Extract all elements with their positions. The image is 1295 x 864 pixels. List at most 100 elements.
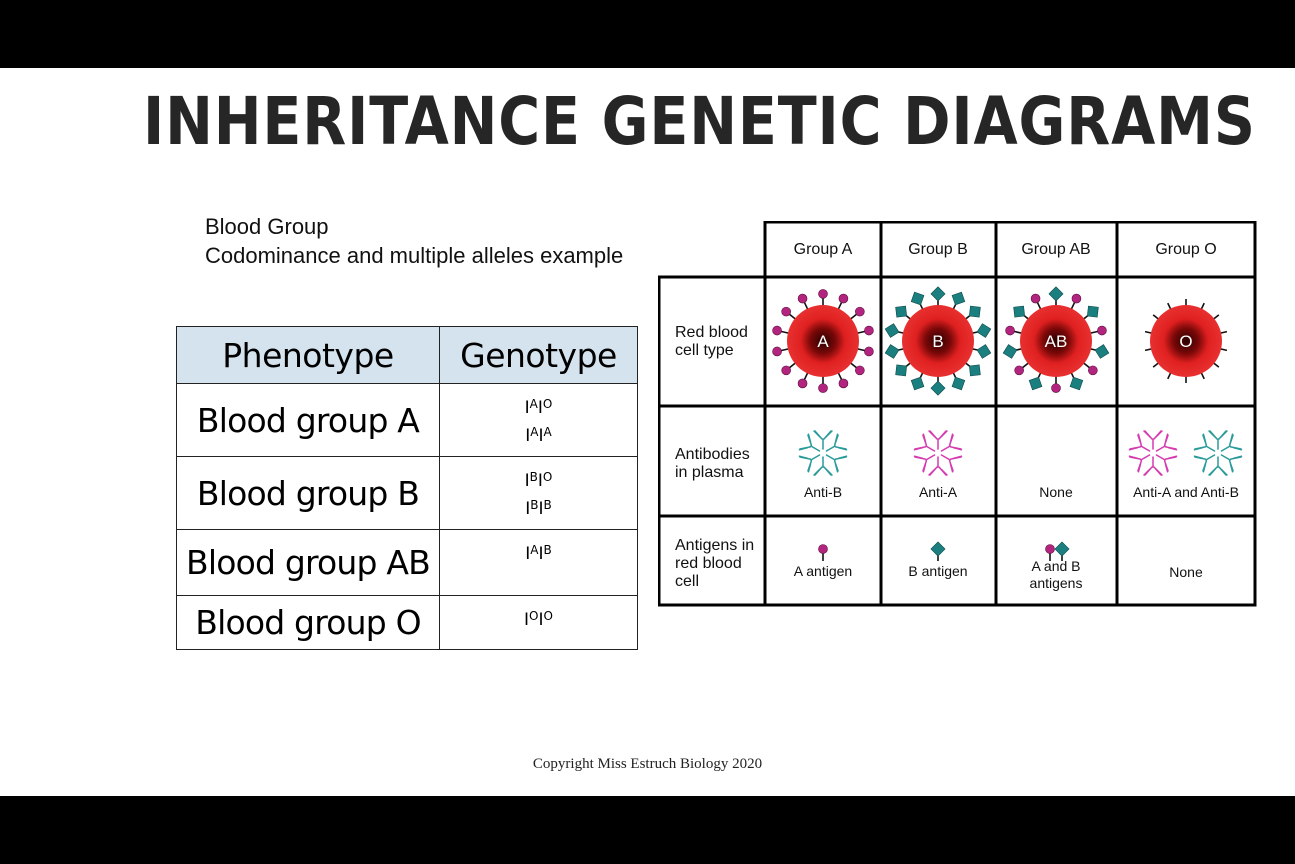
antibody-mark [813, 430, 833, 450]
antigen-b-mark [910, 376, 925, 391]
subtitle-blood-group: Blood Group [205, 214, 329, 239]
antigen-b-mark [1048, 286, 1064, 302]
cell-body [1150, 305, 1222, 377]
genotype-value: IBIO [524, 470, 553, 491]
antigen-b-mark [1028, 376, 1043, 391]
genotype-value: IAIA [525, 425, 552, 446]
antibody-mark [940, 433, 963, 452]
red-blood-cell-1 [884, 286, 992, 396]
antibody-mark [1220, 454, 1243, 473]
genotype-cell: IOIO [439, 595, 638, 650]
antibody-mark [1155, 454, 1178, 473]
red-blood-cell-3 [1144, 299, 1228, 383]
antigen-b-mark [895, 364, 908, 377]
antigen-b-icon [930, 541, 946, 557]
antibody-mark [1193, 433, 1216, 452]
antigen-b-mark [930, 286, 946, 302]
column-header-row [763, 221, 1257, 279]
antigen-a-mark [1014, 365, 1024, 376]
antibody-label-2: None [1039, 484, 1073, 500]
cell-letter-2: AB [1045, 332, 1068, 351]
antigen-b-mark [976, 323, 992, 338]
antigen-b-mark [1013, 305, 1026, 318]
antibody-mark [1193, 454, 1216, 473]
column-header-2: Group AB [1021, 241, 1090, 258]
genotype-value: IBIB [525, 498, 552, 519]
antibody-mark [913, 454, 936, 473]
antigen-a-mark [855, 306, 865, 317]
slide-canvas: INHERITANCE GENETIC DIAGRAMS Blood Group… [0, 68, 1295, 796]
antibody-mark [1128, 454, 1151, 473]
antibody-mark [813, 456, 833, 476]
cell-letter-0: A [817, 332, 829, 351]
antigen-a-mark [1097, 325, 1107, 336]
antigen-a-mark [838, 293, 849, 304]
antibody-mark [913, 433, 936, 452]
antibodies-row [798, 430, 1243, 476]
genotype-value: IAIB [525, 543, 552, 564]
antigen-b-mark [930, 380, 946, 396]
antigen-a-mark [781, 306, 791, 317]
antibody-mark [1220, 433, 1243, 452]
bottom-letterbox-bar [0, 796, 1295, 864]
antibody-mark [928, 430, 948, 450]
antibody-mark [940, 454, 963, 473]
antigens-row [818, 541, 1070, 561]
antigen-b-mark [895, 305, 908, 318]
copyright-footer: Copyright Miss Estruch Biology 2020 [532, 756, 763, 772]
antibody-label-1: Anti-A [919, 484, 958, 500]
antigen-b-mark [884, 323, 900, 338]
phenotype-cell: Blood group B [176, 456, 440, 530]
antigen-a-icon [1045, 544, 1055, 554]
antibody-mark [1143, 430, 1163, 450]
genotype-cell: IAIB [439, 529, 638, 596]
antigen-a-mark [1088, 365, 1098, 376]
antigen-a-mark [781, 365, 791, 376]
antigen-a-mark [838, 378, 849, 389]
antigen-a-mark [1005, 325, 1015, 336]
antibody-mark [825, 454, 848, 473]
subtitle-codominance: Codominance and multiple alleles example [205, 243, 624, 268]
cell-letter-1: B [932, 332, 943, 351]
antigen-a-mark [1071, 293, 1082, 304]
antibody-mark [798, 454, 821, 473]
column-header-0: Group A [794, 241, 853, 258]
genotype-value: IAIO [524, 397, 553, 418]
antigen-label-2a: A and B [1031, 558, 1080, 574]
antibody-mark [798, 433, 821, 452]
antibody-mark [1143, 456, 1163, 476]
antigen-a-mark [818, 383, 828, 393]
antigen-label-3: None [1169, 564, 1203, 580]
antigen-a-mark [864, 325, 874, 336]
antibody-mark [1128, 433, 1151, 452]
antigen-b-mark [968, 364, 981, 377]
cell-letter-3: O [1179, 332, 1192, 351]
antigen-b-mark [951, 376, 966, 391]
antigen-a-mark [1051, 383, 1061, 393]
cell-body [787, 305, 859, 377]
antigen-a-mark [797, 378, 808, 389]
row-label-antigens: cell [675, 573, 699, 590]
antigen-b-mark [1086, 305, 1099, 318]
antibody-mark [1208, 456, 1228, 476]
antigen-b-mark [1069, 376, 1084, 391]
cell-body [1020, 305, 1092, 377]
antigen-label-0: A antigen [794, 563, 852, 579]
antibody-label-0: Anti-B [804, 484, 842, 500]
antibody-mark [1208, 430, 1228, 450]
top-letterbox-bar [0, 0, 1295, 68]
column-header-1: Group B [908, 241, 968, 258]
row-label-antibodies: in plasma [675, 464, 744, 481]
genotype-value: IOIO [524, 609, 553, 630]
antigen-a-mark [772, 325, 782, 336]
table-row: Blood group A IAIO IAIA [176, 383, 638, 457]
phenotype-cell: Blood group A [176, 383, 440, 457]
antigen-label-1: B antigen [908, 563, 967, 579]
antigen-b-mark [951, 291, 966, 306]
red-blood-cell-2 [1002, 286, 1110, 393]
cell-body [902, 305, 974, 377]
antibody-mark [825, 433, 848, 452]
